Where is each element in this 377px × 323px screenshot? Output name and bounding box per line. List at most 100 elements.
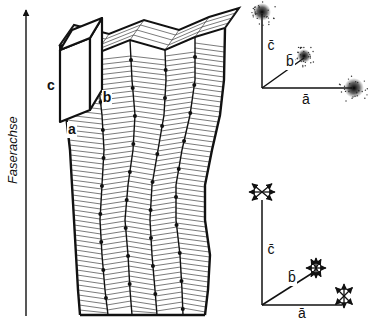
top-hatch	[165, 30, 179, 50]
hatch-line	[104, 141, 134, 145]
hatch-line	[105, 281, 130, 285]
hatch-line	[72, 190, 101, 194]
cell-edge-label: c	[46, 78, 56, 93]
hatch-line	[182, 293, 207, 297]
spot-speck	[255, 13, 256, 14]
hatch-line	[101, 206, 127, 210]
spot-speck	[274, 6, 275, 7]
hatch-line	[164, 112, 191, 116]
hatch-line	[131, 66, 165, 70]
ridge-dot	[129, 58, 133, 62]
ridge-dot	[151, 264, 155, 268]
hatch-line	[176, 198, 205, 202]
hatch-line	[188, 123, 217, 127]
hatch-line	[187, 128, 216, 132]
ridge-dot	[179, 279, 183, 283]
top-hatch	[130, 20, 144, 40]
unit-cell	[60, 38, 90, 122]
spot-speck	[268, 24, 269, 25]
hatch-line	[130, 286, 155, 290]
spot-speck	[366, 94, 367, 95]
ridge-line	[205, 28, 225, 315]
hatch-line	[155, 287, 182, 291]
cell-edge-label: b	[102, 90, 113, 105]
hatch-line	[101, 236, 126, 240]
hatch-line	[132, 76, 166, 80]
hatch-line	[154, 277, 181, 281]
hatch-line	[71, 165, 103, 169]
hatch-line	[151, 227, 177, 231]
ridge-line	[176, 37, 195, 315]
hatch-line	[73, 195, 102, 199]
hatch-line	[176, 203, 205, 207]
vibration-arrow	[343, 284, 344, 308]
hatch-line	[103, 266, 128, 270]
arrow-star	[306, 258, 326, 278]
spot-speck	[301, 47, 302, 48]
fiber-block	[60, 8, 239, 315]
hatch-line	[77, 265, 104, 269]
hatch-line	[129, 276, 154, 280]
bottom-edge	[80, 314, 205, 316]
hatch-line	[104, 276, 129, 280]
hatch-line	[195, 53, 224, 57]
hatch-line	[155, 292, 182, 296]
hatch-line	[107, 301, 131, 305]
hatch-line	[74, 225, 100, 229]
spot-core	[344, 78, 364, 98]
ridge-line	[150, 50, 166, 315]
vibration-arrow	[315, 258, 316, 278]
ridge-dot	[151, 180, 155, 184]
spot-speck	[255, 6, 256, 7]
hatch-line	[129, 271, 154, 275]
hatch-line	[181, 273, 209, 277]
hatch-line	[102, 186, 128, 190]
hatch-line	[151, 242, 178, 246]
hatch-line	[151, 192, 176, 196]
hatch-line	[152, 187, 176, 191]
ridge-dot	[100, 184, 104, 188]
hatch-line	[176, 183, 205, 187]
hatch-line	[165, 92, 193, 96]
spot-speck	[348, 88, 349, 89]
top-hatch	[195, 17, 209, 37]
hatch-line	[195, 83, 224, 87]
hatch-line	[195, 78, 224, 82]
hatch-line	[69, 145, 104, 149]
ridge-dot	[163, 96, 167, 100]
hatch-line	[154, 272, 181, 276]
hatch-line	[191, 108, 220, 112]
hatch-line	[176, 208, 205, 212]
hatch-line	[165, 87, 194, 91]
spot-speck	[364, 80, 365, 81]
spot-speck	[310, 62, 311, 63]
hatch-line	[135, 116, 163, 120]
hatch-line	[156, 157, 181, 161]
hatch-line	[165, 52, 195, 56]
fiber-axis-arrow	[25, 10, 26, 316]
hatch-line	[152, 247, 179, 251]
spot-speck	[345, 100, 346, 101]
hatch-line	[125, 221, 150, 225]
hatch-line	[159, 142, 184, 146]
hatch-line	[150, 222, 176, 226]
top-hatch	[141, 25, 176, 35]
top-hatch	[225, 8, 239, 28]
axis-label: ā	[297, 306, 307, 321]
hatch-line	[166, 67, 195, 71]
ridge-dot	[99, 240, 103, 244]
hatch-line	[163, 117, 190, 121]
hatch-line	[150, 212, 176, 216]
hatch-line	[160, 137, 185, 141]
hatch-line	[100, 216, 125, 220]
hatch-line	[129, 281, 154, 285]
ridge-dot	[104, 296, 108, 300]
axis-label: b̄	[285, 54, 295, 69]
hatch-line	[101, 201, 127, 205]
spot-speck	[303, 61, 304, 62]
spot-speck	[356, 92, 357, 93]
spot-speck	[341, 91, 342, 92]
unit-cell	[60, 18, 102, 50]
hatch-line	[78, 295, 106, 299]
